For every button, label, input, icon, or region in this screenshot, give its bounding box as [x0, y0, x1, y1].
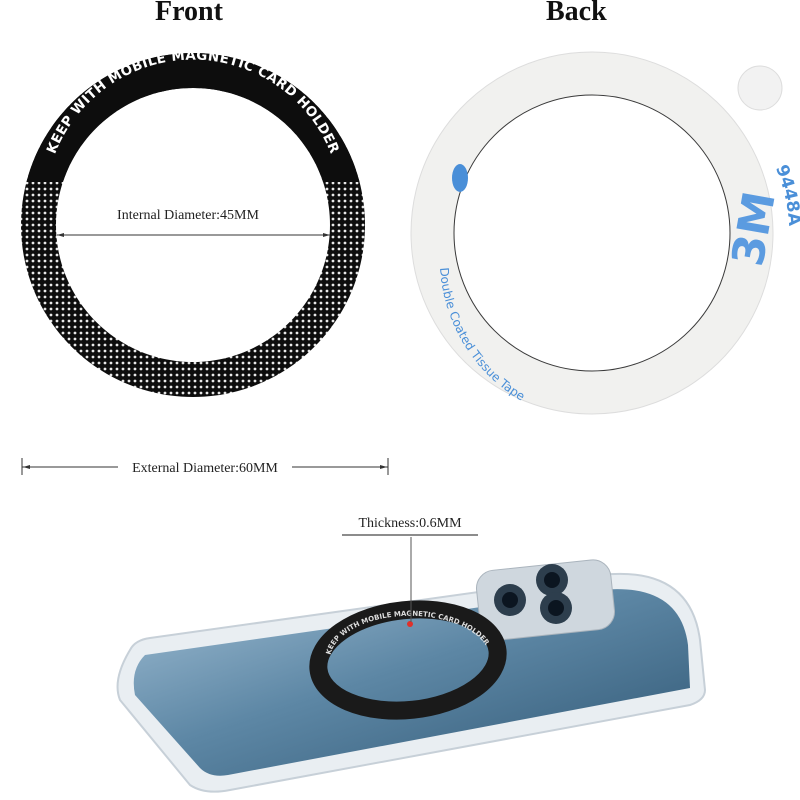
external-diameter-dimension: External Diameter:60MM [21, 458, 389, 476]
phone-ring [309, 600, 507, 720]
thickness-marker [407, 621, 413, 627]
thickness-dimension: Thickness:0.6MM [342, 516, 478, 622]
phone-with-ring: KEEP WITH MOBILE MAGNETIC CARD HOLDER [116, 559, 707, 793]
internal-diameter-label: Internal Diameter:45MM [117, 208, 259, 223]
brand-mark-3m: 3M [723, 188, 786, 270]
back-heading: Back [546, 0, 607, 27]
back-ring: 3M 9448A Double Coated Tissue Tape [410, 51, 800, 415]
thickness-label: Thickness:0.6MM [358, 516, 462, 531]
internal-diameter-dimension: Internal Diameter:45MM [57, 204, 330, 237]
front-heading: Front [155, 0, 223, 27]
external-diameter-label: External Diameter:60MM [132, 461, 278, 476]
